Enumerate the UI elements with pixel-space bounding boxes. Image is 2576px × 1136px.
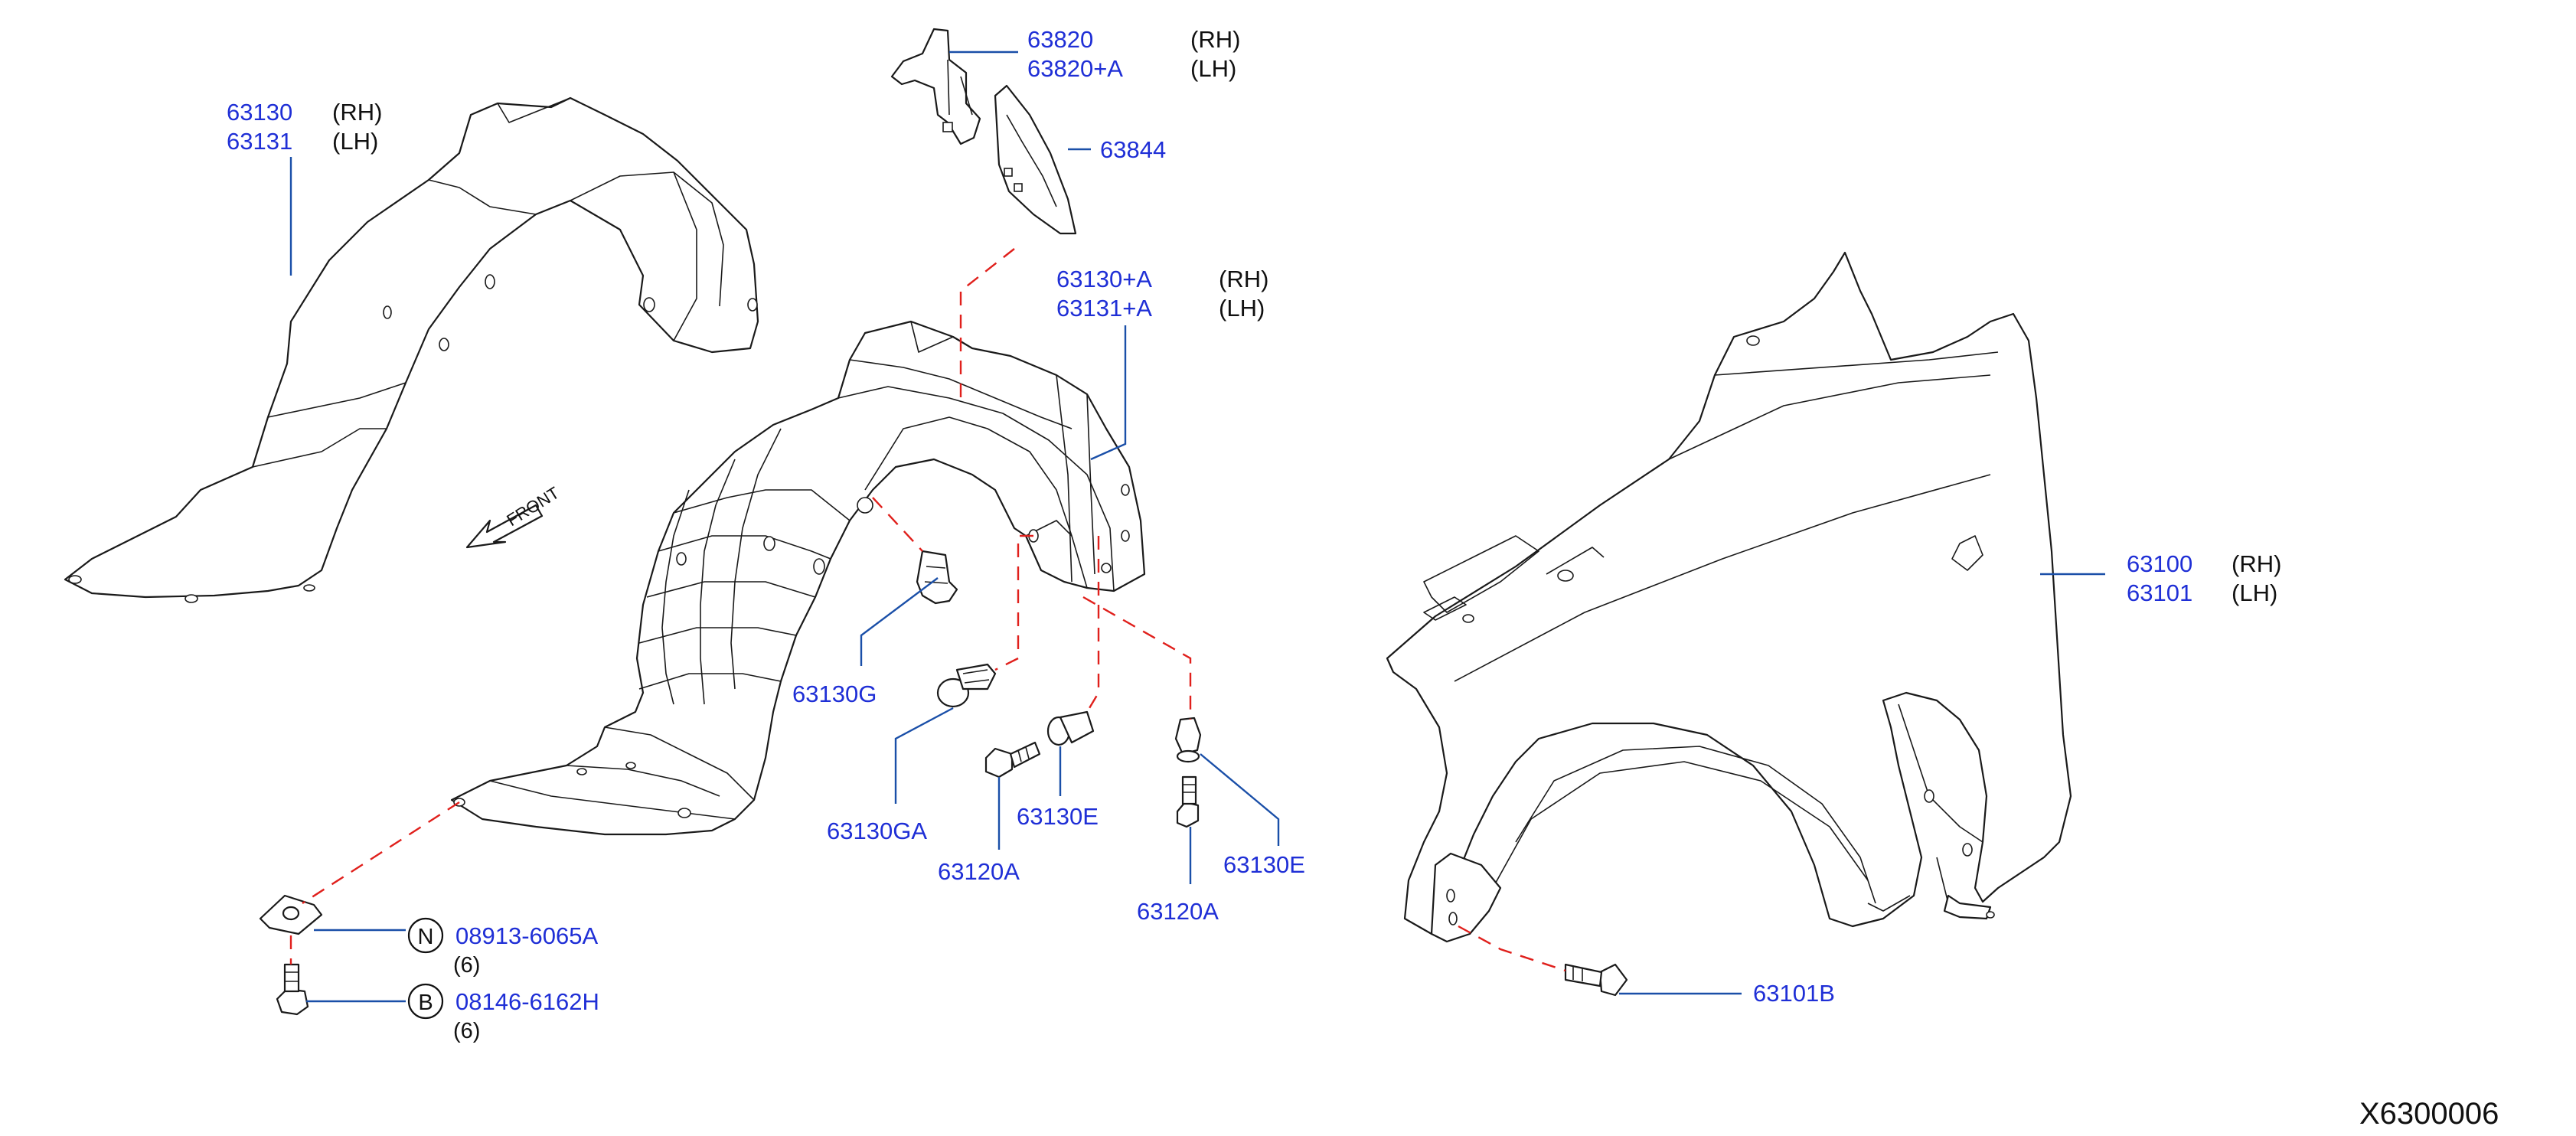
side-lh: (LH) [1219,295,1265,322]
fender-liner-center-part[interactable] [450,320,1146,836]
quantity-bolt: (6) [453,1019,480,1043]
side-rh: (RH) [1190,26,1240,53]
bolt-63120a-left-part[interactable] [984,741,1041,779]
dashed-connectors [289,248,1566,972]
front-label: FRONT [503,483,563,530]
bolt-63120a-right-part[interactable] [1176,775,1200,828]
side-lh: (LH) [1190,55,1236,82]
side-rh: (RH) [332,99,382,126]
part-number-63844[interactable]: 63844 [1100,136,1166,163]
label-63820-group: 63820 (RH) 63820+A (LH) [1027,26,1240,82]
label-nut-group: N 08913-6065A (6) [407,917,598,978]
bolt-63101b-part[interactable] [1564,963,1628,997]
seal-63844-part[interactable] [994,84,1077,235]
part-number-63130e-left[interactable]: 63130E [1017,803,1099,830]
nut-symbol-icon [407,917,444,954]
side-rh: (RH) [1219,266,1268,292]
part-number-63130ga[interactable]: 63130GA [827,818,927,844]
part-number-63101[interactable]: 63101 [2127,579,2192,606]
front-fender-part[interactable] [1386,251,2072,943]
quantity-nut: (6) [453,953,480,978]
bolt-symbol-icon [407,983,444,1020]
bolt-symbol-letter: B [418,991,433,1015]
clip-63130e-left-part[interactable] [1046,710,1095,746]
part-number-63120a-right[interactable]: 63120A [1137,898,1219,925]
clip-63130ga-part[interactable] [936,663,997,708]
part-number-63131-a[interactable]: 63131+A [1056,295,1152,322]
label-63130a-group: 63130+A (RH) 63131+A (LH) [1056,266,1268,322]
part-number-63130e-right[interactable]: 63130E [1223,851,1305,878]
side-lh: (LH) [2232,579,2277,606]
part-number-63120a-left[interactable]: 63120A [938,858,1020,885]
front-arrow-icon: FRONT [465,483,563,549]
label-63100-group: 63100 (RH) 63101 (LH) [2127,550,2281,606]
part-number-63820-a[interactable]: 63820+A [1027,55,1123,82]
part-number-63100[interactable]: 63100 [2127,550,2192,577]
part-number-63130[interactable]: 63130 [227,99,292,126]
bracket-63820-part[interactable] [890,28,981,145]
part-number-63131[interactable]: 63131 [227,128,292,155]
side-rh: (RH) [2232,550,2281,577]
diagram-id: X6300006 [2359,1097,2499,1131]
part-number-63130g[interactable]: 63130G [792,681,877,707]
leader-lines [289,51,2105,1003]
label-63130-group: 63130 (RH) 63131 (LH) [227,99,382,155]
label-bolt-group: B 08146-6162H (6) [407,983,599,1043]
part-number-63101b[interactable]: 63101B [1753,980,1835,1007]
clip-63130g-part[interactable] [916,550,958,605]
part-number-08146-6162h[interactable]: 08146-6162H [455,988,599,1015]
clip-63130e-right-part[interactable] [1174,717,1202,763]
fender-liner-left-part[interactable] [64,96,759,603]
bolt-08146-part[interactable] [276,963,309,1016]
part-number-63130-a[interactable]: 63130+A [1056,266,1152,292]
side-lh: (LH) [332,128,378,155]
nut-08913-part[interactable] [259,894,323,935]
nut-symbol-letter: N [418,925,434,949]
part-number-08913-6065a[interactable]: 08913-6065A [455,922,598,949]
part-number-63820[interactable]: 63820 [1027,26,1093,53]
